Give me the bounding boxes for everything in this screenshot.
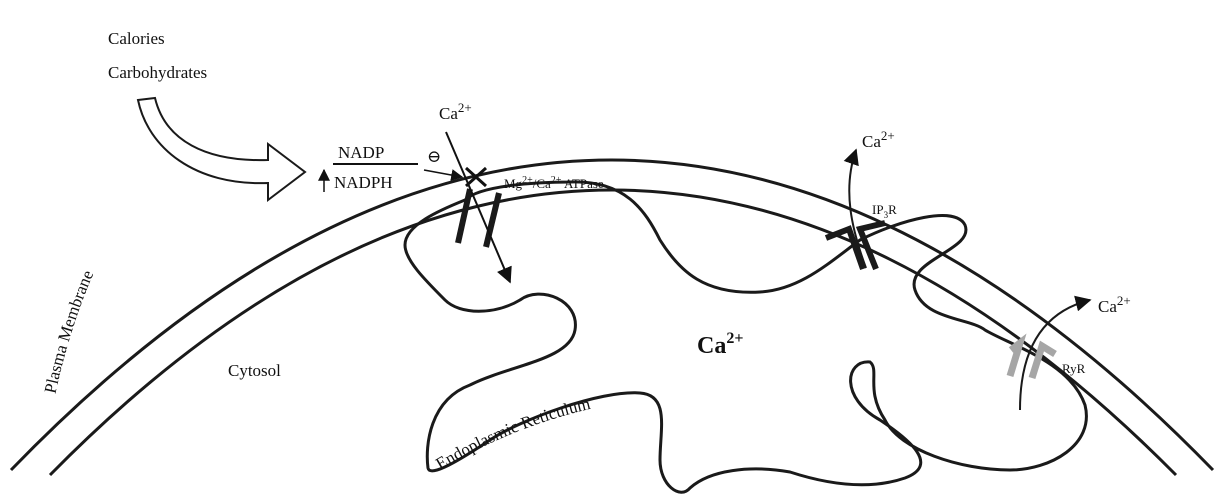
atpase-label: Mg2+/Ca2+ ATPase bbox=[504, 175, 604, 191]
ip3r-channel bbox=[826, 223, 885, 269]
calcium-ion-ip3r-out: Ca2+ bbox=[862, 128, 895, 151]
inhibition-arrow bbox=[424, 170, 462, 177]
inhibition-symbol: ⊖ bbox=[427, 147, 441, 166]
er-membrane bbox=[405, 182, 1086, 492]
calories-label: Calories bbox=[108, 29, 165, 48]
carbohydrates-label: Carbohydrates bbox=[108, 63, 207, 82]
ryr-label: RyR bbox=[1062, 361, 1086, 376]
plasma-membrane-label: Plasma Membrane bbox=[41, 267, 98, 395]
ip3r-label: IP3R bbox=[872, 202, 897, 220]
energy-intake-arrow bbox=[138, 98, 305, 200]
nadph-label: NADPH bbox=[334, 173, 393, 192]
atpase-pump bbox=[458, 189, 499, 247]
atpase-calcium-flow-arrow bbox=[446, 132, 510, 282]
calcium-ion-ryr-out: Ca2+ bbox=[1098, 293, 1131, 316]
calcium-ion-cytosol-top: Ca2+ bbox=[439, 100, 472, 123]
plasma-membrane bbox=[11, 160, 1213, 475]
cytosol-label: Cytosol bbox=[228, 361, 281, 380]
calcium-ion-er-lumen: Ca2+ bbox=[697, 330, 743, 359]
er-label: Endoplasmic Reticulum bbox=[432, 394, 592, 473]
nadp-label: NADP bbox=[338, 143, 384, 162]
